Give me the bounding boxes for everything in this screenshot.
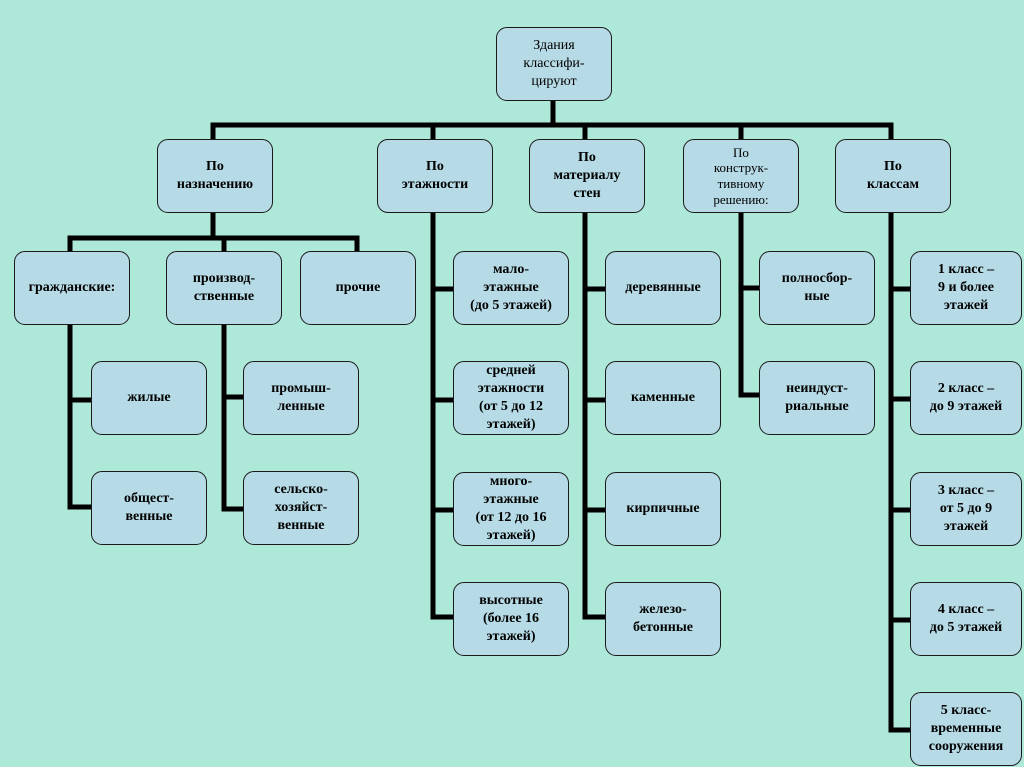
- class-1: 1 класс – 9 и более этажей: [910, 251, 1022, 325]
- category-construction: По конструк- тивному решению:: [683, 139, 799, 213]
- node-civil: гражданские:: [14, 251, 130, 325]
- floors-low: мало- этажные (до 5 этажей): [453, 251, 569, 325]
- floors-high: высотные (более 16 этажей): [453, 582, 569, 656]
- floors-medium: средней этажности (от 5 до 12 этажей): [453, 361, 569, 435]
- node-residential: жилые: [91, 361, 207, 435]
- class-2: 2 класс – до 9 этажей: [910, 361, 1022, 435]
- material-brick: кирпичные: [605, 472, 721, 546]
- construction-prefab: полносбор- ные: [759, 251, 875, 325]
- material-concrete: железо- бетонные: [605, 582, 721, 656]
- category-purpose: По назначению: [157, 139, 273, 213]
- category-floors: По этажности: [377, 139, 493, 213]
- floors-multi: много- этажные (от 12 до 16 этажей): [453, 472, 569, 546]
- node-manufacturing: промыш- ленные: [243, 361, 359, 435]
- construction-nonindustrial: неиндуст- риальные: [759, 361, 875, 435]
- class-5: 5 класс- временные сооружения: [910, 692, 1022, 766]
- class-4: 4 класс – до 5 этажей: [910, 582, 1022, 656]
- node-other: прочие: [300, 251, 416, 325]
- material-wood: деревянные: [605, 251, 721, 325]
- node-agricultural: сельско- хозяйст- венные: [243, 471, 359, 545]
- class-3: 3 класс – от 5 до 9 этажей: [910, 472, 1022, 546]
- material-stone: каменные: [605, 361, 721, 435]
- node-industrial: производ- ственные: [166, 251, 282, 325]
- root-node: Здания классифи- цируют: [496, 27, 612, 101]
- category-classes: По классам: [835, 139, 951, 213]
- node-public: общест- венные: [91, 471, 207, 545]
- category-wall-material: По материалу стен: [529, 139, 645, 213]
